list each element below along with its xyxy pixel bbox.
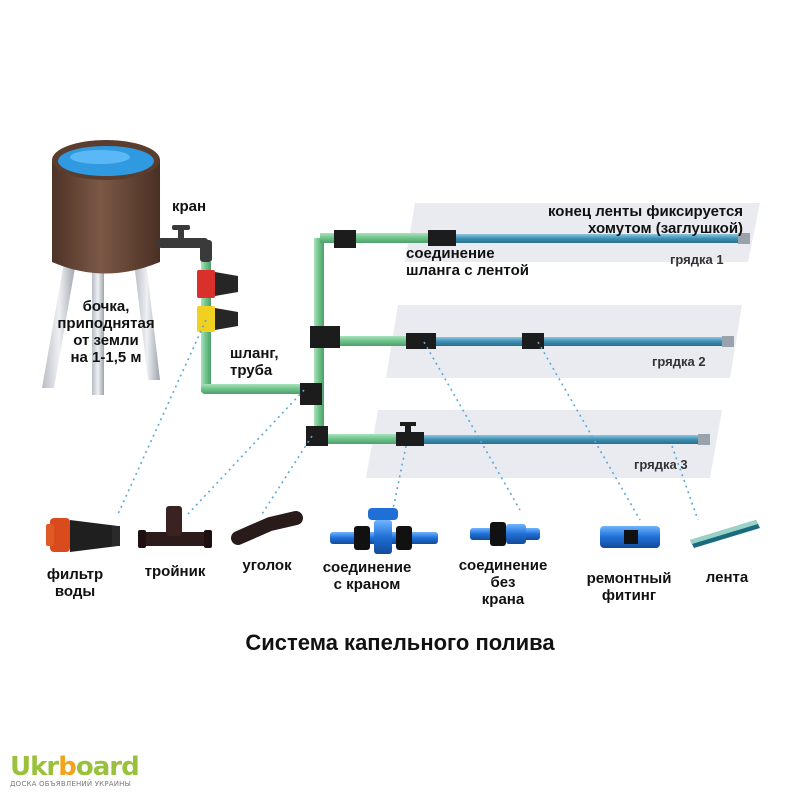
part-filter-icon	[46, 518, 120, 552]
barrel-label: бочка, приподнятая от земли на 1-1,5 м	[36, 298, 176, 366]
part-repair-fitting-label: ремонтный фитинг	[574, 570, 684, 604]
part-elbow-icon	[231, 511, 303, 545]
main-hose	[201, 238, 324, 438]
connection-label: соединение шланга с лентой	[406, 245, 529, 279]
part-elbow-label: уголок	[222, 557, 312, 574]
bed-2-label: грядка 2	[652, 354, 706, 369]
tape-end-label-line: хомутом (заглушкой)	[587, 220, 744, 237]
connection-label-line: соединение	[406, 245, 495, 262]
part-label-line: соединение	[322, 559, 412, 576]
part-label-line: соединение	[458, 557, 548, 574]
hose-label-line: шланг,	[230, 345, 279, 362]
tape-end-label: конец ленты фиксируется хомутом (заглушк…	[548, 203, 743, 237]
part-label-line: лента	[705, 569, 749, 586]
part-valve-connector-label: соединение с краном	[312, 559, 422, 593]
bed-1	[405, 203, 760, 262]
part-repair-fitting-icon	[600, 526, 660, 548]
part-label-line: без	[490, 574, 516, 591]
filter-on-hose	[197, 270, 238, 332]
barrel-legs	[42, 262, 160, 395]
leader-lines	[117, 319, 699, 521]
watermark-logo: Ukrboard ДОСКА ОБЪЯВЛЕНИЙ УКРАИНЫ	[10, 752, 140, 788]
part-tee-label: тройник	[130, 563, 220, 580]
part-label-line: с краном	[333, 576, 401, 593]
hose-label-line: труба	[230, 362, 273, 379]
bed-1-label: грядка 1	[670, 252, 724, 267]
part-label-line: фильтр	[46, 566, 104, 583]
part-tee-icon	[138, 506, 212, 548]
barrel-label-line: приподнятая	[57, 315, 155, 332]
part-label-line: уголок	[242, 557, 292, 574]
part-label-line: крана	[481, 591, 525, 608]
part-label-line: фитинг	[601, 587, 657, 604]
tape-end-label-line: конец ленты фиксируется	[548, 203, 744, 220]
hose-label: шланг, труба	[230, 345, 279, 379]
watermark-part: b	[58, 752, 77, 782]
diagram-title: Система капельного полива	[245, 630, 555, 655]
part-tape-label: лента	[682, 569, 772, 586]
part-filter-label: фильтр воды	[30, 566, 120, 600]
watermark-part: Ukr	[10, 752, 59, 782]
barrel-label-line: на 1-1,5 м	[70, 349, 142, 366]
connection-label-line: шланга с лентой	[406, 262, 529, 279]
tap-icon	[158, 225, 212, 262]
branch-hoses	[320, 233, 430, 444]
part-label-line: тройник	[144, 563, 206, 580]
part-connector-label: соединение без крана	[448, 557, 558, 608]
barrel-label-line: от земли	[73, 332, 139, 349]
watermark-subtitle: ДОСКА ОБЪЯВЛЕНИЙ УКРАИНЫ	[10, 780, 132, 788]
part-valve-connector-icon	[330, 508, 438, 554]
watermark-part: oard	[75, 752, 140, 782]
part-connector-icon	[470, 522, 540, 546]
fittings	[300, 230, 544, 446]
watermark-brand: Ukrboard	[10, 752, 140, 782]
part-label-line: воды	[54, 583, 96, 600]
drip-tapes	[424, 233, 750, 445]
barrel	[52, 140, 160, 274]
part-tape-icon	[690, 520, 760, 548]
barrel-label-line: бочка,	[82, 298, 130, 315]
tap-label: кран	[172, 198, 207, 215]
part-label-line: ремонтный	[586, 570, 672, 587]
bed-3-label: грядка 3	[634, 457, 688, 472]
